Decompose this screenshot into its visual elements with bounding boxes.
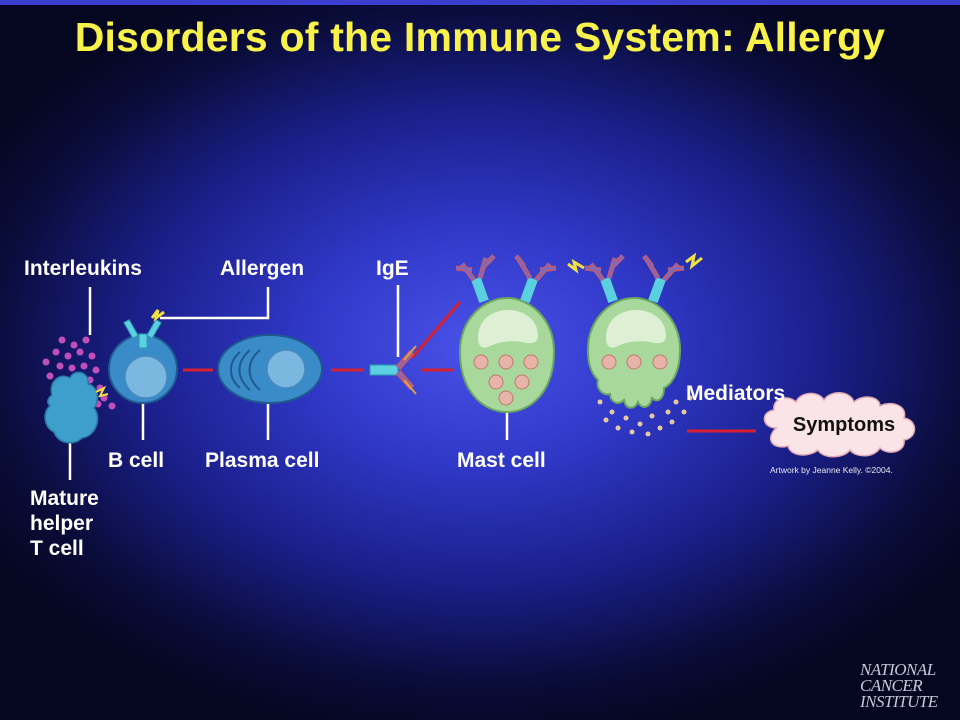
b-cell-nucleus: [124, 355, 168, 399]
process-connectors: [183, 301, 756, 433]
label-mature-line-3: T cell: [30, 537, 84, 560]
mast-cell-1-granules: [473, 354, 539, 406]
allergen-icon: [150, 309, 165, 322]
label-interleukins: Interleukins: [24, 257, 142, 280]
label-symptoms: Symptoms: [792, 414, 896, 436]
t-cell: [44, 371, 109, 444]
label-mature-line-1: Mature: [30, 487, 99, 510]
allergen-pointer: [160, 287, 270, 320]
mast-cell-2: [567, 252, 703, 409]
interleukin-dots: [42, 336, 116, 410]
plasma-cell-nucleus: [266, 349, 306, 389]
t-cell-allergen-icon: [95, 385, 109, 398]
plasma-cell: [217, 334, 323, 404]
label-pointer-lines: [68, 285, 509, 480]
symptoms-cloud: [763, 392, 916, 458]
logo-line-3: Institute: [860, 692, 938, 711]
mast-cell-2-nucleus: [606, 310, 666, 348]
mast-cell-1-receptors: [455, 254, 557, 303]
logo-line-2: Cancer: [860, 676, 923, 695]
top-bar: [0, 0, 960, 5]
mediator-dots: [597, 395, 693, 437]
artwork-credit: Artwork by Jeanne Kelly. ©2004.: [770, 465, 893, 475]
b-cell: [108, 309, 178, 404]
label-mediators: Mediators: [686, 382, 786, 405]
label-allergen: Allergen: [220, 257, 305, 280]
mast-cell-2-allergen-icons: [567, 252, 703, 274]
label-mature-helper-t-cell: Mature helper T cell: [30, 486, 99, 561]
label-mature-line-2: helper: [30, 512, 94, 535]
ige-antibody-icon: [369, 345, 417, 395]
label-ige: IgE: [376, 257, 409, 280]
logo-line-1: National: [860, 660, 936, 679]
mast-cell-1-nucleus: [478, 310, 538, 348]
mast-cell-1: [455, 254, 557, 414]
label-mast-cell: Mast cell: [457, 449, 546, 472]
nci-logo: National Cancer Institute: [860, 660, 960, 720]
mast-cell-2-receptors: [584, 254, 685, 303]
label-plasma-cell: Plasma cell: [205, 449, 320, 472]
label-b-cell: B cell: [108, 449, 165, 472]
b-cell-receptor-icon: [123, 319, 162, 349]
t-cell-body: [44, 371, 99, 444]
mast-cell-2-granules: [601, 354, 668, 370]
slide-title: Disorders of the Immune System: Allergy: [74, 14, 886, 60]
connector-ige-receptor: [410, 301, 462, 359]
